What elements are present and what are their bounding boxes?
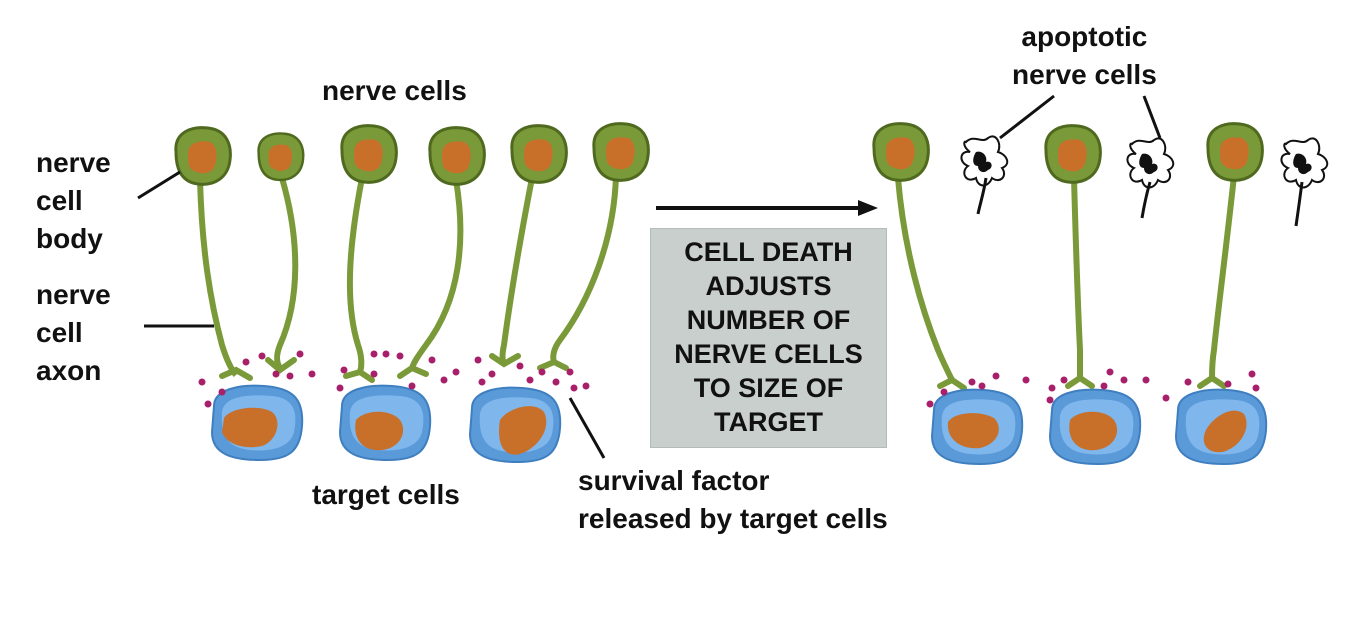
apoptotic-fragment-tail bbox=[1294, 181, 1304, 227]
label-nerve-cell-body: nerve cell body bbox=[36, 144, 111, 258]
target-cells-right bbox=[931, 388, 1268, 465]
survival-factor-dots-left bbox=[198, 350, 590, 408]
leader-line-survival-factor bbox=[568, 397, 606, 459]
nerve-cell-body bbox=[872, 122, 930, 182]
axon-terminal bbox=[343, 368, 375, 383]
process-box-line2: ADJUSTS bbox=[705, 271, 832, 301]
label-survival-factor-line1: survival factor bbox=[578, 465, 770, 496]
nerve-cell-body bbox=[174, 126, 232, 186]
nerve-cell-body bbox=[257, 132, 305, 182]
nerve-axon bbox=[499, 177, 535, 366]
survival-factor-dots-right bbox=[926, 368, 1260, 408]
nerve-cells-right bbox=[872, 122, 1264, 391]
process-box-line1: CELL DEATH bbox=[684, 237, 853, 267]
label-apoptotic-nerve-cells: apoptotic nerve cells bbox=[1012, 18, 1157, 94]
target-nucleus bbox=[1069, 411, 1118, 451]
label-survival-factor: survival factor released by target cells bbox=[578, 462, 888, 538]
target-nucleus bbox=[222, 407, 278, 448]
axon-terminal bbox=[937, 376, 967, 391]
leader-line-apoptotic-1 bbox=[999, 94, 1055, 140]
label-nerve-cell-axon-line2: cell bbox=[36, 317, 83, 348]
label-nerve-cell-body-line3: body bbox=[36, 223, 103, 254]
nerve-cell-body bbox=[1044, 124, 1102, 184]
label-nerve-cell-axon-line3: axon bbox=[36, 355, 102, 386]
nerve-cells-left bbox=[174, 122, 650, 383]
nerve-axon bbox=[1209, 175, 1237, 379]
process-box-line3: NUMBER OF bbox=[686, 305, 851, 335]
axon-terminal bbox=[1197, 374, 1227, 389]
leader-line-apoptotic-2 bbox=[1142, 95, 1162, 139]
nerve-cell-body bbox=[592, 122, 650, 182]
label-apoptotic-line1: apoptotic bbox=[1021, 21, 1148, 52]
nerve-cell-body bbox=[340, 124, 398, 184]
nerve-axon bbox=[550, 175, 619, 363]
apoptotic-nerve-cell bbox=[1280, 137, 1329, 189]
nerve-axon bbox=[1071, 177, 1083, 378]
target-nucleus bbox=[947, 413, 999, 449]
label-nerve-cell-body-line2: cell bbox=[36, 185, 83, 216]
apoptotic-fragment-tail bbox=[976, 177, 988, 215]
target-cells-left bbox=[211, 384, 562, 463]
target-nucleus bbox=[355, 411, 404, 451]
axon-terminal bbox=[1065, 374, 1095, 389]
process-box-line6: TARGET bbox=[714, 407, 823, 437]
leader-line-cell-body bbox=[137, 170, 181, 200]
nerve-axon bbox=[895, 177, 955, 382]
process-box-line5: TO SIZE OF bbox=[693, 373, 844, 403]
label-survival-factor-line2: released by target cells bbox=[578, 503, 888, 534]
label-nerve-cell-axon-line1: nerve bbox=[36, 279, 111, 310]
axon-terminal bbox=[397, 364, 429, 379]
axon-terminal bbox=[489, 353, 521, 368]
nerve-axon bbox=[274, 177, 299, 370]
nerve-cell-body bbox=[428, 126, 486, 186]
apoptotic-nerve-cell bbox=[1126, 137, 1175, 189]
apoptotic-nerve-cell bbox=[960, 135, 1009, 187]
process-box-line4: NERVE CELLS bbox=[674, 339, 863, 369]
target-nucleus bbox=[498, 406, 547, 455]
label-apoptotic-line2: nerve cells bbox=[1012, 59, 1157, 90]
label-target-cells: target cells bbox=[312, 479, 460, 510]
nerve-axon bbox=[197, 179, 239, 377]
axon-terminal bbox=[537, 358, 569, 371]
nerve-cell-body bbox=[1206, 122, 1264, 182]
nerve-axon bbox=[346, 177, 365, 373]
apoptotic-fragment-tail bbox=[1140, 181, 1152, 219]
axon-terminal bbox=[265, 357, 297, 374]
nerve-axon bbox=[409, 179, 464, 370]
nerve-cell-body bbox=[510, 124, 568, 184]
apoptotic-cells bbox=[960, 135, 1329, 227]
process-box: CELL DEATH ADJUSTS NUMBER OF NERVE CELLS… bbox=[650, 228, 887, 448]
label-nerve-cells: nerve cells bbox=[322, 75, 467, 106]
axon-terminal bbox=[219, 366, 253, 381]
label-nerve-cell-body-line1: nerve bbox=[36, 147, 111, 178]
label-nerve-cell-axon: nerve cell axon bbox=[36, 276, 111, 390]
target-nucleus bbox=[1203, 410, 1247, 453]
process-arrow bbox=[656, 200, 878, 216]
